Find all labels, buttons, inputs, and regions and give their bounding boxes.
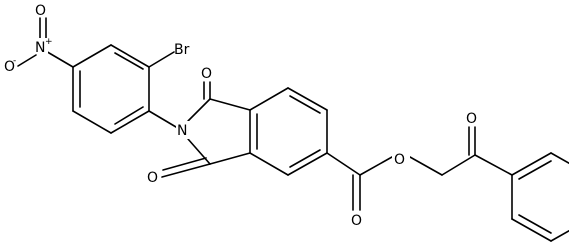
bromonitrophenyl-ring bbox=[72, 44, 150, 134]
atom-labels: O - N + O Br N O O O O O bbox=[3, 3, 477, 229]
nitro-oxygen-charge: - bbox=[13, 56, 16, 66]
ester-carbonyl-oxygen-label: O bbox=[351, 213, 362, 229]
imide-ring bbox=[161, 81, 251, 178]
nitro-oxygen-top-label: O bbox=[35, 3, 46, 19]
bromine-label: Br bbox=[174, 42, 190, 58]
nitro-nitrogen-label: N bbox=[35, 40, 45, 56]
imide-top-oxygen-label: O bbox=[201, 66, 212, 82]
ester-oxygen-label: O bbox=[394, 152, 405, 168]
imide-nitrogen-label: N bbox=[177, 123, 187, 139]
benzo-ring bbox=[249, 87, 328, 176]
imide-bottom-oxygen-label: O bbox=[147, 170, 158, 186]
nitro-group bbox=[17, 17, 74, 68]
aryl-n-bond bbox=[148, 110, 177, 128]
ketone-oxygen-label: O bbox=[466, 111, 477, 127]
nitro-oxygen-label: O bbox=[4, 59, 15, 75]
phenyl-ring bbox=[511, 152, 569, 242]
c-br-bond bbox=[148, 51, 175, 68]
ester-group bbox=[326, 126, 513, 211]
nitro-nitrogen-charge: + bbox=[45, 37, 53, 47]
